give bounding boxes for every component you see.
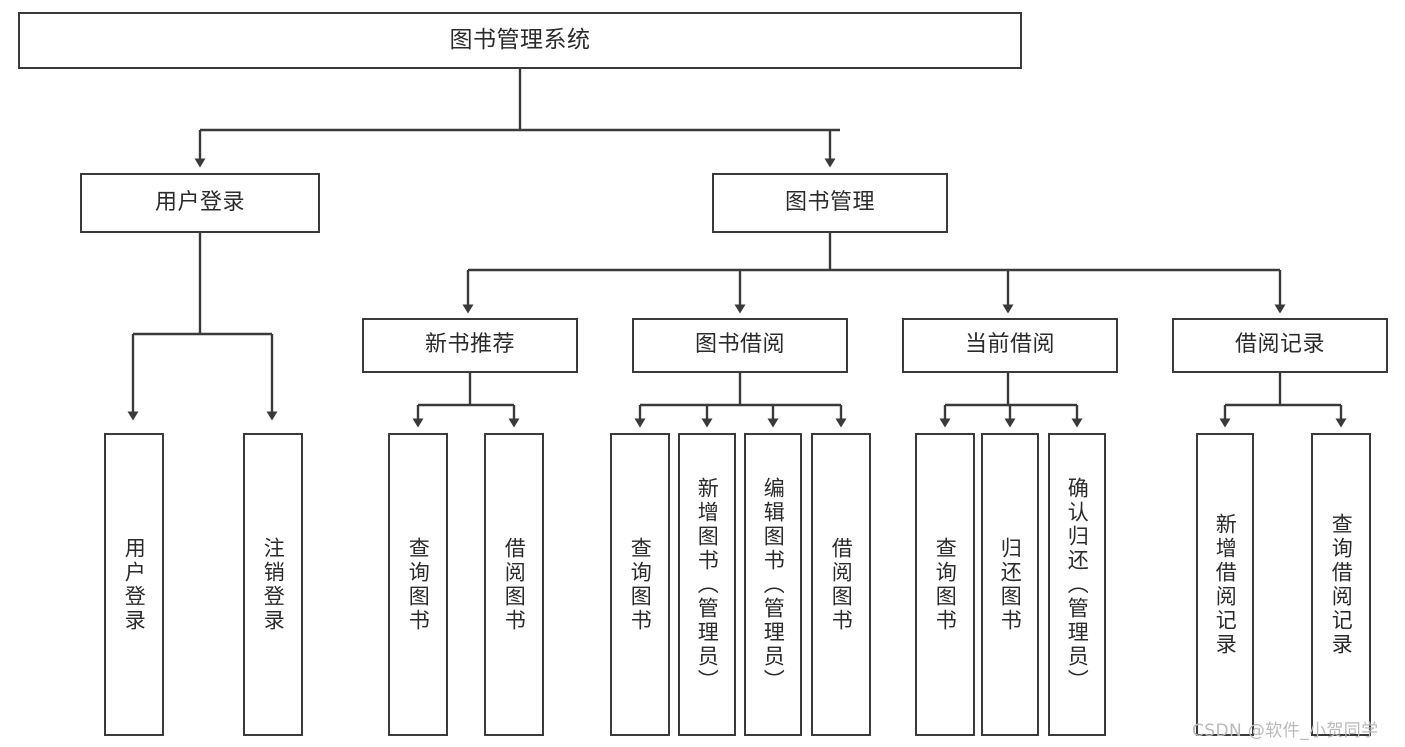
node-leaf-query-book-borrow[interactable]: 查询图书 bbox=[610, 433, 670, 736]
node-label: 借阅图书 bbox=[829, 536, 854, 633]
node-label: 新增图书（管理员） bbox=[695, 476, 720, 693]
node-label: 注销登录 bbox=[261, 536, 286, 633]
node-label: 查询图书 bbox=[406, 536, 431, 633]
node-label: 借阅图书 bbox=[502, 536, 527, 633]
node-leaf-add-borrow-record[interactable]: 新增借阅记录 bbox=[1196, 433, 1254, 736]
node-label: 编辑图书（管理员） bbox=[761, 476, 786, 693]
node-label: 查询借阅记录 bbox=[1329, 512, 1354, 657]
node-label: 用户登录 bbox=[154, 189, 245, 215]
node-label: 图书借阅 bbox=[694, 332, 785, 358]
node-label: 借阅记录 bbox=[1234, 332, 1325, 358]
node-label: 图书管理 bbox=[784, 189, 875, 215]
node-leaf-confirm-return-admin[interactable]: 确认归还（管理员） bbox=[1048, 433, 1106, 736]
node-label: 当前借阅 bbox=[964, 332, 1055, 358]
node-new-book-recommend[interactable]: 新书推荐 bbox=[362, 318, 578, 373]
node-leaf-query-book-current[interactable]: 查询图书 bbox=[915, 433, 975, 736]
node-leaf-add-book-admin[interactable]: 新增图书（管理员） bbox=[678, 433, 736, 736]
node-borrow-record[interactable]: 借阅记录 bbox=[1172, 318, 1388, 373]
node-label: 图书管理系统 bbox=[449, 27, 591, 54]
node-leaf-query-borrow-record[interactable]: 查询借阅记录 bbox=[1311, 433, 1371, 736]
node-leaf-return-book[interactable]: 归还图书 bbox=[981, 433, 1039, 736]
node-user-login[interactable]: 用户登录 bbox=[80, 173, 320, 233]
node-leaf-borrow-book[interactable]: 借阅图书 bbox=[811, 433, 871, 736]
node-label: 用户登录 bbox=[122, 536, 147, 633]
node-leaf-query-book-recommend[interactable]: 查询图书 bbox=[388, 433, 448, 736]
node-label: 新书推荐 bbox=[424, 332, 515, 358]
node-label: 查询图书 bbox=[933, 536, 958, 633]
node-label: 确认归还（管理员） bbox=[1065, 476, 1090, 693]
node-leaf-edit-book-admin[interactable]: 编辑图书（管理员） bbox=[744, 433, 802, 736]
node-label: 新增借阅记录 bbox=[1213, 512, 1238, 657]
node-leaf-logout[interactable]: 注销登录 bbox=[243, 433, 303, 736]
csdn-watermark: CSDN @软件_小贺同学 bbox=[1192, 721, 1379, 741]
node-leaf-borrow-book-recommend[interactable]: 借阅图书 bbox=[484, 433, 544, 736]
node-book-borrow[interactable]: 图书借阅 bbox=[632, 318, 848, 373]
node-label: 归还图书 bbox=[998, 536, 1023, 633]
node-book-management[interactable]: 图书管理 bbox=[712, 173, 948, 233]
node-root-book-management-system[interactable]: 图书管理系统 bbox=[18, 12, 1022, 69]
node-current-borrow[interactable]: 当前借阅 bbox=[902, 318, 1118, 373]
node-leaf-user-login[interactable]: 用户登录 bbox=[104, 433, 164, 736]
node-label: 查询图书 bbox=[628, 536, 653, 633]
